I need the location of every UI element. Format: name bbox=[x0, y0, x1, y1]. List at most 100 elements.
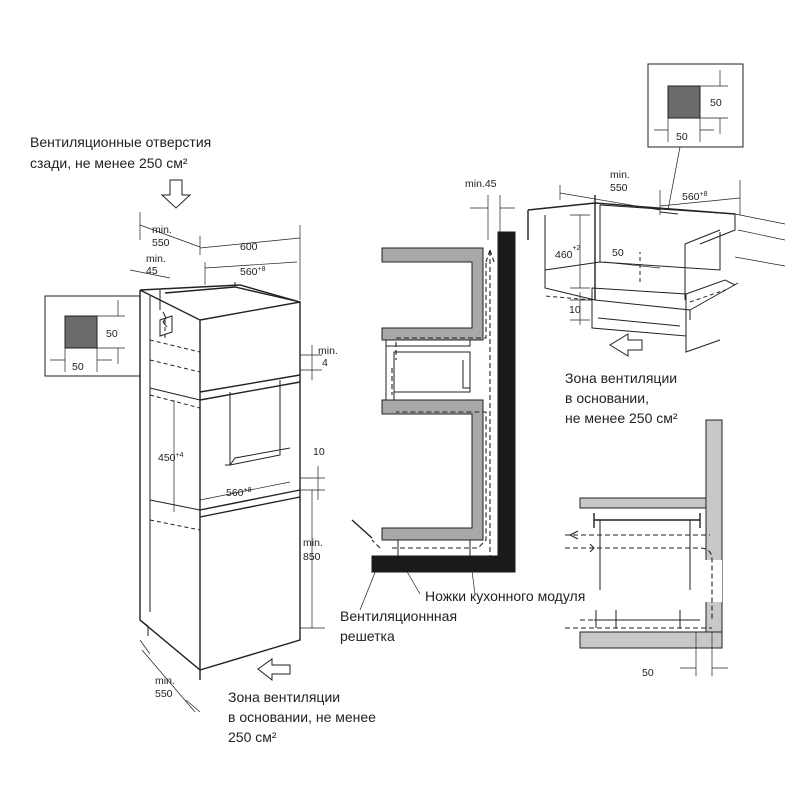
drawer-base bbox=[685, 336, 721, 353]
dim-line-min45 bbox=[470, 195, 515, 240]
cabinet-legs bbox=[397, 540, 471, 556]
dim-min4-label: min. bbox=[318, 345, 338, 357]
left-inset-dims bbox=[50, 300, 125, 372]
oven-body bbox=[385, 346, 471, 401]
bottom-dim-50: 50 bbox=[642, 667, 654, 679]
left-inset-box bbox=[44, 295, 141, 377]
wall-vent-gap bbox=[700, 560, 722, 602]
dim-line-550-bottom bbox=[139, 639, 201, 713]
bottom-caption-line1: Зона вентиляции bbox=[228, 689, 340, 705]
dim-line-460 bbox=[570, 214, 590, 289]
right-extension-lines bbox=[734, 213, 786, 267]
right-dim-560: 560+8 bbox=[682, 191, 708, 203]
cabinet-outline bbox=[139, 284, 301, 680]
appliance-top bbox=[593, 513, 701, 528]
shelf-side-edges bbox=[149, 387, 201, 511]
top-caption-line1: Вентиляционные отверстия bbox=[30, 134, 211, 150]
bottom-caption-line3: 250 см² bbox=[228, 729, 277, 745]
dim-550-top: 550 bbox=[152, 237, 170, 249]
cabinet-inner-right bbox=[684, 229, 721, 300]
dim-460: 460+2 bbox=[555, 245, 581, 261]
right-base-vent-arrow-icon bbox=[609, 333, 643, 357]
dim-line-right-560 bbox=[659, 180, 741, 215]
rear-vent-arrow-icon bbox=[160, 179, 192, 209]
label-legs: Ножки кухонного модуля bbox=[425, 588, 585, 604]
right-caption-line3: не менее 250 см² bbox=[565, 410, 678, 426]
dim-850: 850 bbox=[303, 551, 321, 563]
dim-line-45 bbox=[129, 269, 171, 279]
upper-cabinet-panel bbox=[381, 247, 484, 341]
right-inset-50-right: 50 bbox=[710, 97, 722, 109]
lower-shelf bbox=[199, 489, 301, 518]
right-bottom-diagram: 50 bbox=[565, 419, 728, 679]
airflow-arrowheads bbox=[568, 530, 595, 553]
dim-line-560-mid bbox=[199, 481, 291, 501]
appliance-body bbox=[594, 520, 700, 621]
dim-450: 450+4 bbox=[158, 452, 184, 464]
base-vent-arrow-icon bbox=[257, 658, 291, 682]
dim-600: 600 bbox=[240, 241, 258, 253]
right-caption-line1: Зона вентиляции bbox=[565, 370, 677, 386]
cabinet-base bbox=[139, 619, 301, 671]
appliance-feet bbox=[595, 610, 681, 628]
right-inset-vent-square bbox=[667, 85, 701, 119]
dim-line-bottom-50 bbox=[680, 632, 728, 676]
dim-min-label: min. bbox=[152, 224, 172, 236]
right-inset-box bbox=[647, 63, 744, 148]
right-dim-50: 50 bbox=[612, 247, 624, 259]
legs-leader bbox=[397, 555, 476, 595]
dim-4: 4 bbox=[322, 357, 328, 369]
dim-line-550-top bbox=[139, 212, 201, 255]
grill-leader bbox=[359, 559, 381, 611]
right-inset-leader bbox=[667, 146, 681, 211]
left-cabinet-diagram: Вентиляционные отверстия сзади, не менее… bbox=[30, 134, 376, 745]
countertop bbox=[579, 497, 711, 509]
middle-section-diagram: min.45 Ножки кухонного модуля Вентиляцио… bbox=[340, 178, 585, 644]
drawer-side bbox=[685, 279, 736, 295]
dim-45: 45 bbox=[146, 265, 158, 277]
dim-line-right-50 bbox=[603, 261, 661, 269]
dim-line-right-550 bbox=[559, 185, 661, 215]
airflow-grill bbox=[371, 539, 381, 549]
niche-back bbox=[229, 380, 281, 466]
drawer-front bbox=[591, 287, 687, 337]
right-top-diagram: 50 50 min. 550 560+8 460+2 50 10 bbox=[527, 63, 786, 426]
lower-cabinet-panel bbox=[381, 399, 484, 541]
airflow-oven bbox=[391, 342, 397, 395]
hidden-lines bbox=[149, 320, 201, 531]
right-inset-50-bottom: 50 bbox=[676, 131, 688, 143]
right-dim-550: 550 bbox=[610, 182, 628, 194]
cabinet-top-outline bbox=[527, 195, 736, 300]
label-grill-line2: решетка bbox=[340, 628, 395, 644]
oven-back bbox=[462, 360, 470, 389]
dim-line-10 bbox=[300, 466, 325, 500]
right-hidden-lines bbox=[544, 252, 726, 303]
cabinet-top-edge bbox=[164, 286, 301, 303]
upper-shelf bbox=[199, 374, 301, 401]
right-airflow-lines bbox=[565, 534, 713, 629]
rear-vent-opening bbox=[159, 315, 173, 337]
dim-min45: min.45 bbox=[465, 178, 497, 190]
cabinet-rear-top bbox=[599, 204, 736, 245]
airflow-lower bbox=[392, 411, 487, 549]
cabinet-inner-back bbox=[544, 205, 721, 271]
right-dim-10: 10 bbox=[569, 304, 581, 316]
label-grill-line1: Вентиляционнная bbox=[340, 608, 457, 624]
dim-min45-label: min. bbox=[146, 253, 166, 265]
top-vent-slot bbox=[659, 211, 679, 215]
airflow-up bbox=[485, 249, 495, 560]
cabinet-side-edge bbox=[149, 290, 161, 612]
niche-floor bbox=[225, 447, 291, 466]
oven-top bbox=[385, 339, 471, 347]
vent-arrow-small-icon bbox=[162, 311, 168, 328]
dim-560-top: 560+8 bbox=[240, 266, 266, 278]
dim-line-right-10 bbox=[570, 292, 590, 325]
right-dim-min-label: min. bbox=[610, 169, 630, 181]
drawer-slot bbox=[597, 317, 681, 327]
dim-line-560-top bbox=[204, 261, 298, 285]
dim-line-600 bbox=[199, 225, 301, 300]
floor-slab bbox=[579, 631, 723, 649]
dim-bottom-min-label: min. bbox=[155, 675, 175, 687]
left-inset-50-right: 50 bbox=[106, 328, 118, 340]
